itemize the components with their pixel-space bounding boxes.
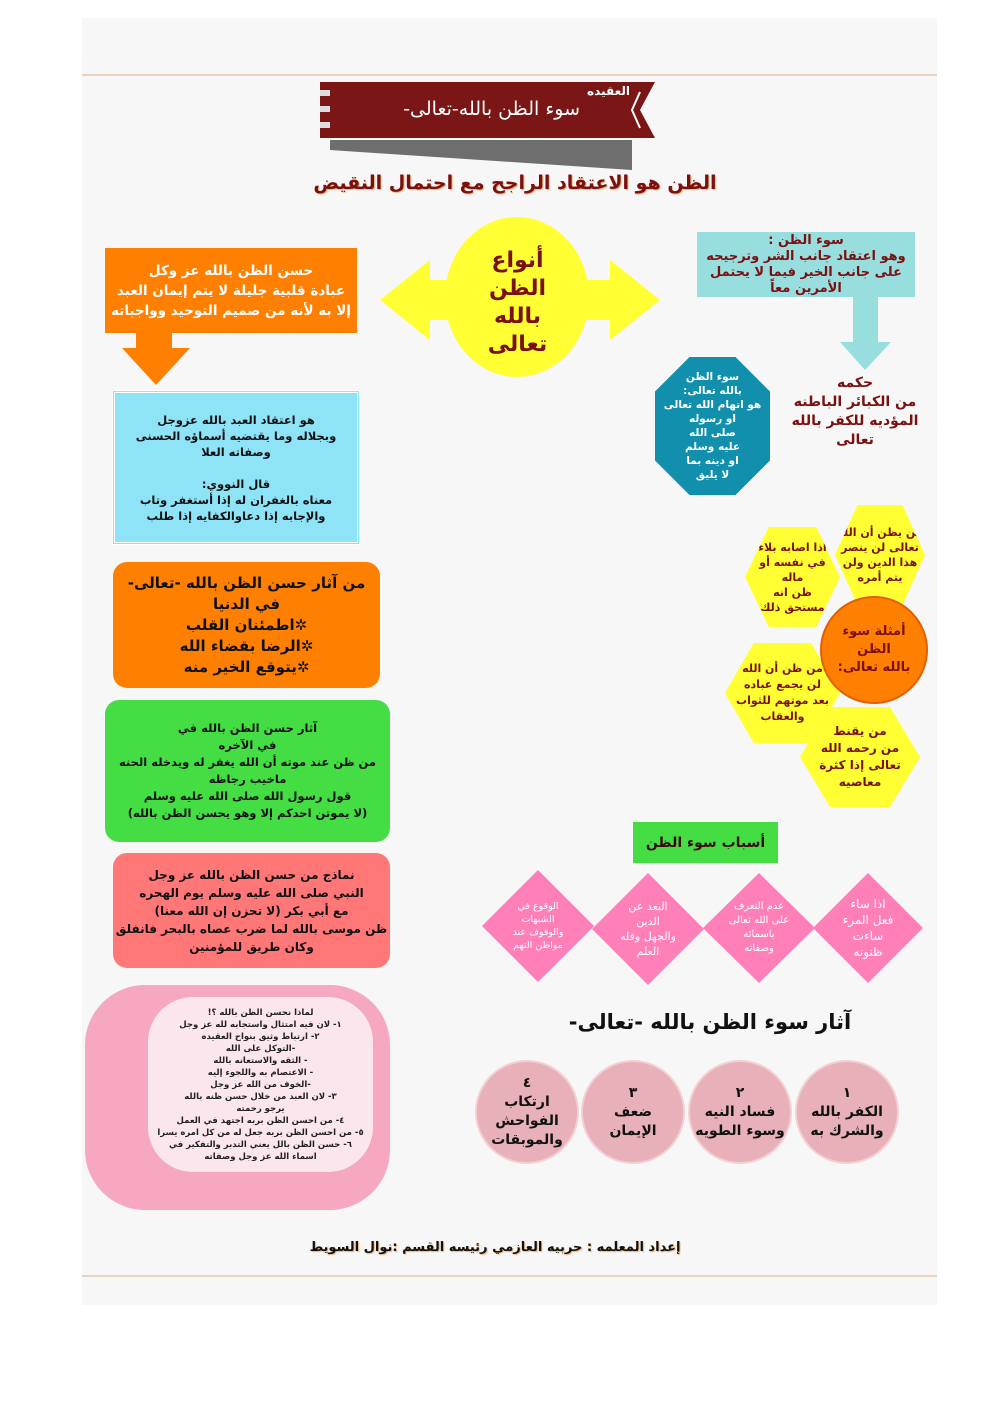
- title-banner: [320, 82, 655, 170]
- bottom-divider: [82, 1275, 937, 1277]
- worldly-effects-box: من آثار حسن الظن بالله -تعالى-في الدنيا✲…: [113, 562, 380, 688]
- types-cloud-shape: [380, 217, 660, 377]
- down-arrow-icon: [122, 333, 190, 385]
- definition-heading: الظن هو الاعتقاد الراجح مع احتمال النقيض: [313, 172, 717, 194]
- banner-category: العقيده: [587, 84, 630, 98]
- causes-title: أسباب سوء الظن: [633, 822, 778, 863]
- banner-title: سوء الظن بالله-تعالى-: [403, 98, 580, 120]
- top-divider: [82, 74, 937, 76]
- down-arrow-icon: [840, 297, 891, 370]
- footer-credits: إعداد المعلمه : حربيه العازمي رئيسه القس…: [309, 1240, 681, 1255]
- bad-effects-title: آثار سوء الظن بالله -تعالى-: [568, 1010, 852, 1034]
- why-good-thought-list: لماذا نحسن الظن بالله ؟!١- لان فيه امتثا…: [148, 997, 373, 1172]
